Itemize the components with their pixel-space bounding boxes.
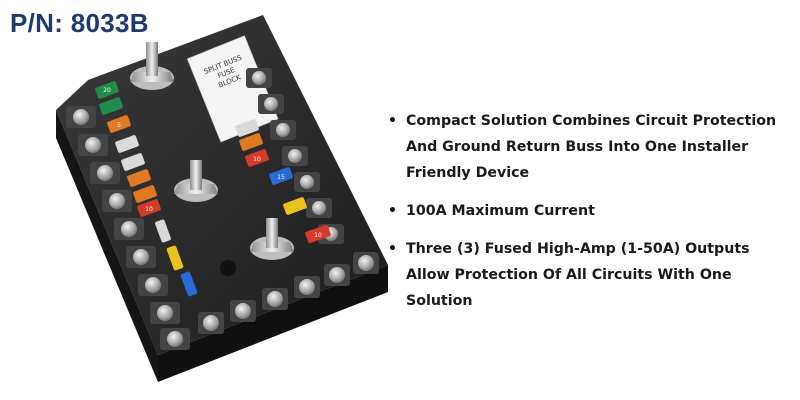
feature-item: • Three (3) Fused High-Amp (1-50A) Outpu… [388, 236, 793, 314]
fuse-rating: 20 [103, 87, 111, 94]
stud-top [130, 42, 174, 90]
mounting-hole [220, 260, 236, 276]
bullet-icon: • [388, 113, 397, 129]
fuse-rating: 10 [253, 156, 261, 163]
feature-text: 100A Maximum Current [406, 203, 595, 219]
fuse-rating: 10 [145, 206, 153, 213]
stud-bottom [250, 218, 294, 260]
left-terminal-column [66, 106, 190, 350]
bullet-icon: • [388, 203, 397, 219]
fuse-rating: 15 [277, 174, 285, 181]
feature-item: • Compact Solution Combines Circuit Prot… [388, 108, 793, 186]
fuse-rating: 10 [314, 232, 322, 239]
bullet-icon: • [388, 241, 397, 257]
stud-middle [174, 160, 218, 202]
fuse-block-image: SPLIT BUSS FUSE BLOCK 20 [56, 15, 388, 382]
part-number-title: P/N: 8033B [10, 8, 149, 38]
fuse-bank-left: 20 5 10 [95, 81, 198, 297]
feature-item: • 100A Maximum Current [388, 198, 793, 224]
right-terminal-column [246, 68, 344, 244]
feature-text: Compact Solution Combines Circuit Protec… [406, 113, 777, 181]
fuse-bank-right: 10 15 10 [235, 119, 331, 244]
feature-list: • Compact Solution Combines Circuit Prot… [388, 108, 793, 326]
feature-text: Three (3) Fused High-Amp (1-50A) Outputs… [406, 241, 750, 309]
bottom-terminal-row [198, 252, 379, 334]
fuse-rating: 5 [117, 122, 121, 129]
